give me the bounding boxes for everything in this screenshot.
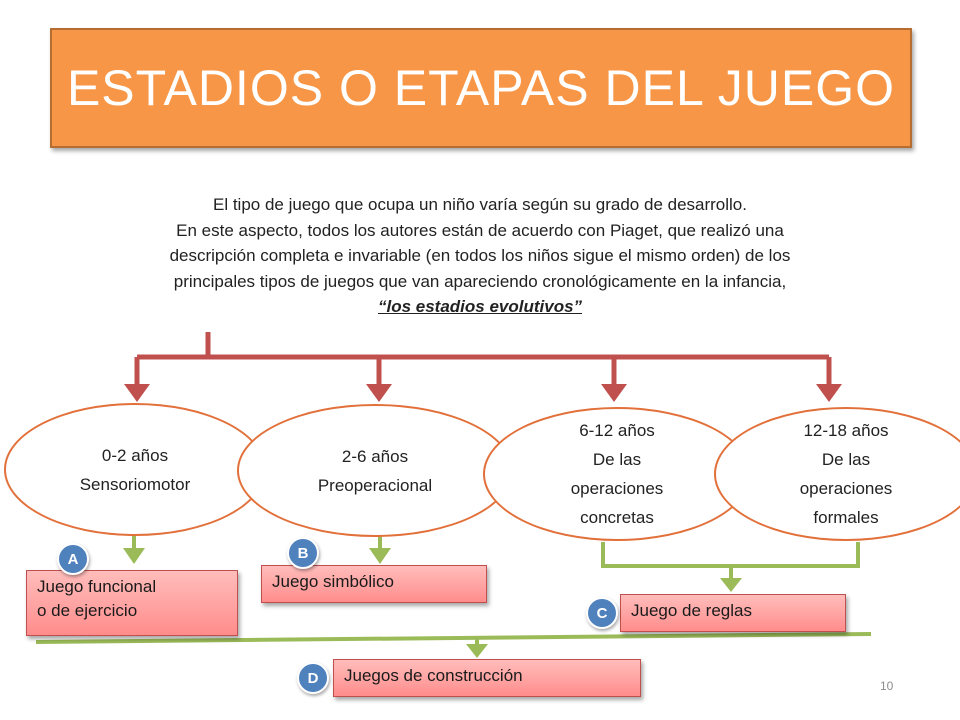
stage-line: operaciones <box>570 479 664 498</box>
green-arrowhead <box>720 578 742 592</box>
stage-line: 2-6 años <box>341 446 409 466</box>
red-arrowhead <box>601 384 627 402</box>
green-arrowhead <box>369 548 391 564</box>
red-arrowhead <box>366 384 392 402</box>
stage-line: 0-2 años <box>101 445 169 465</box>
intro-line: El tipo de juego que ocupa un niño varía… <box>213 195 747 214</box>
game-box-reglas: Juego de reglas <box>620 594 846 632</box>
game-line: Juego de reglas <box>631 601 752 620</box>
badge-a: A <box>57 543 89 575</box>
intro-line: En este aspecto, todos los autores están… <box>176 220 784 240</box>
stage-operaciones-formales: 12-18 años De las operaciones formales <box>714 407 960 541</box>
stage-line: De las <box>592 450 642 469</box>
intro-line: descripción completa e invariable (en to… <box>169 246 791 265</box>
stage-line: 12-18 años <box>803 421 889 440</box>
stage-line: De las <box>821 450 871 469</box>
game-line: Juego simbólico <box>272 572 394 591</box>
game-line: Juego funcional <box>37 577 157 596</box>
game-line: o de ejercicio <box>37 601 138 620</box>
badge-c: C <box>586 597 618 629</box>
green-arrowhead <box>466 644 488 658</box>
game-line: Juegos de construcción <box>344 666 523 685</box>
title-box: ESTADIOS O ETAPAS DEL JUEGO <box>50 28 912 148</box>
game-box-simbolico: Juego simbólico <box>261 565 487 603</box>
intro-emphasis: “los estadios evolutivos” <box>377 297 583 316</box>
stage-sensoriomotor: 0-2 años Sensoriomotor <box>4 403 266 536</box>
badge-d: D <box>297 662 329 694</box>
green-bus-d <box>35 632 872 644</box>
stage-preoperacional: 2-6 años Preoperacional <box>237 404 513 537</box>
stage-line: concretas <box>580 508 654 527</box>
stage-line: operaciones <box>799 479 893 498</box>
stage-line: formales <box>813 508 879 527</box>
intro-line: principales tipos de juegos que van apar… <box>173 271 787 291</box>
stage-line: 6-12 años <box>579 421 655 440</box>
stage-line: Sensoriomotor <box>79 474 191 494</box>
slide-title: ESTADIOS O ETAPAS DEL JUEGO <box>66 60 896 116</box>
red-arrowhead <box>816 384 842 402</box>
game-box-funcional: Juego funcional o de ejercicio <box>26 570 238 636</box>
intro-text: El tipo de juego que ocupa un niño varía… <box>40 192 920 320</box>
game-box-construccion: Juegos de construcción <box>333 659 641 697</box>
green-arrowhead <box>123 548 145 564</box>
green-bracket-c <box>601 542 860 568</box>
page-number: 10 <box>880 679 894 693</box>
stage-operaciones-concretas: 6-12 años De las operaciones concretas <box>483 407 751 541</box>
badge-b: B <box>287 537 319 569</box>
red-arrowhead <box>124 384 150 402</box>
stage-line: Preoperacional <box>317 475 433 495</box>
